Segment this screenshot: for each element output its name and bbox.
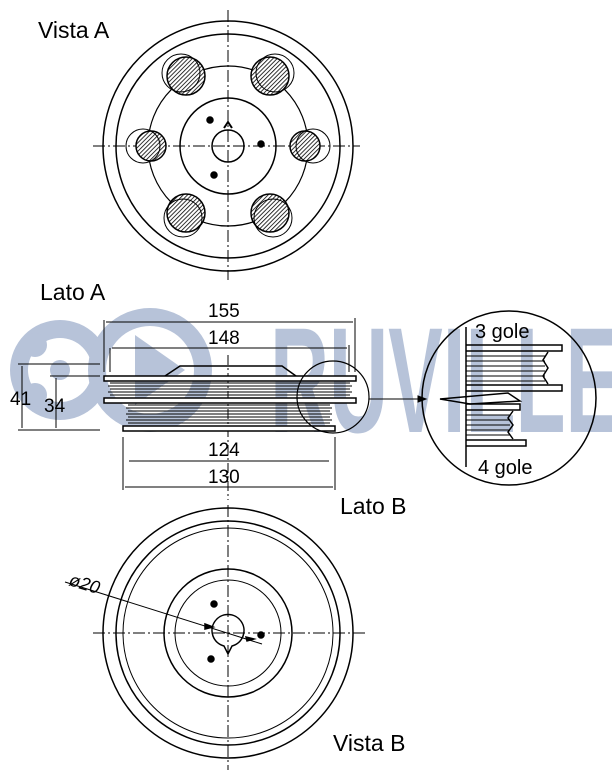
label-3-gole: 3 gole xyxy=(475,321,530,343)
label-lato-b: Lato B xyxy=(340,493,407,519)
dim-130: 130 xyxy=(208,467,240,488)
vista-a-view xyxy=(93,10,360,280)
ruville-logo-icon xyxy=(10,308,212,432)
dim-bore-20: ø20 xyxy=(67,570,103,598)
bolt-holes xyxy=(125,53,331,238)
dim-34: 34 xyxy=(44,396,66,417)
label-vista-b: Vista B xyxy=(333,730,405,756)
vista-b-view xyxy=(64,505,365,770)
dim-155: 155 xyxy=(208,301,240,322)
label-vista-a: Vista A xyxy=(38,17,110,43)
dim-41: 41 xyxy=(10,389,31,410)
groove-detail-view xyxy=(421,310,597,486)
label-4-gole: 4 gole xyxy=(478,457,533,479)
dimension-lines xyxy=(18,318,356,490)
label-lato-a: Lato A xyxy=(40,279,106,305)
lato-a-side-view xyxy=(103,355,428,500)
dim-124: 124 xyxy=(208,440,240,461)
dim-148: 148 xyxy=(208,328,240,349)
